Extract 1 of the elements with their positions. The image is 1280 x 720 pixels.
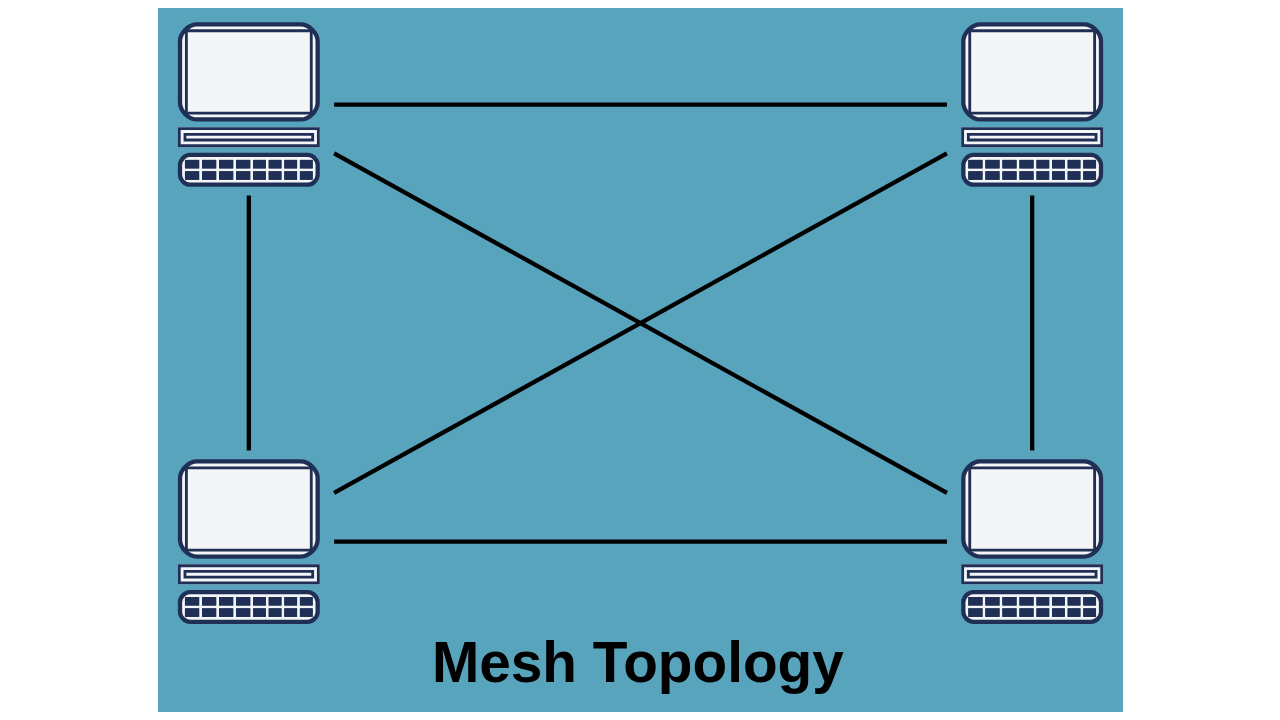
diagram-title: Mesh Topology bbox=[431, 631, 844, 695]
